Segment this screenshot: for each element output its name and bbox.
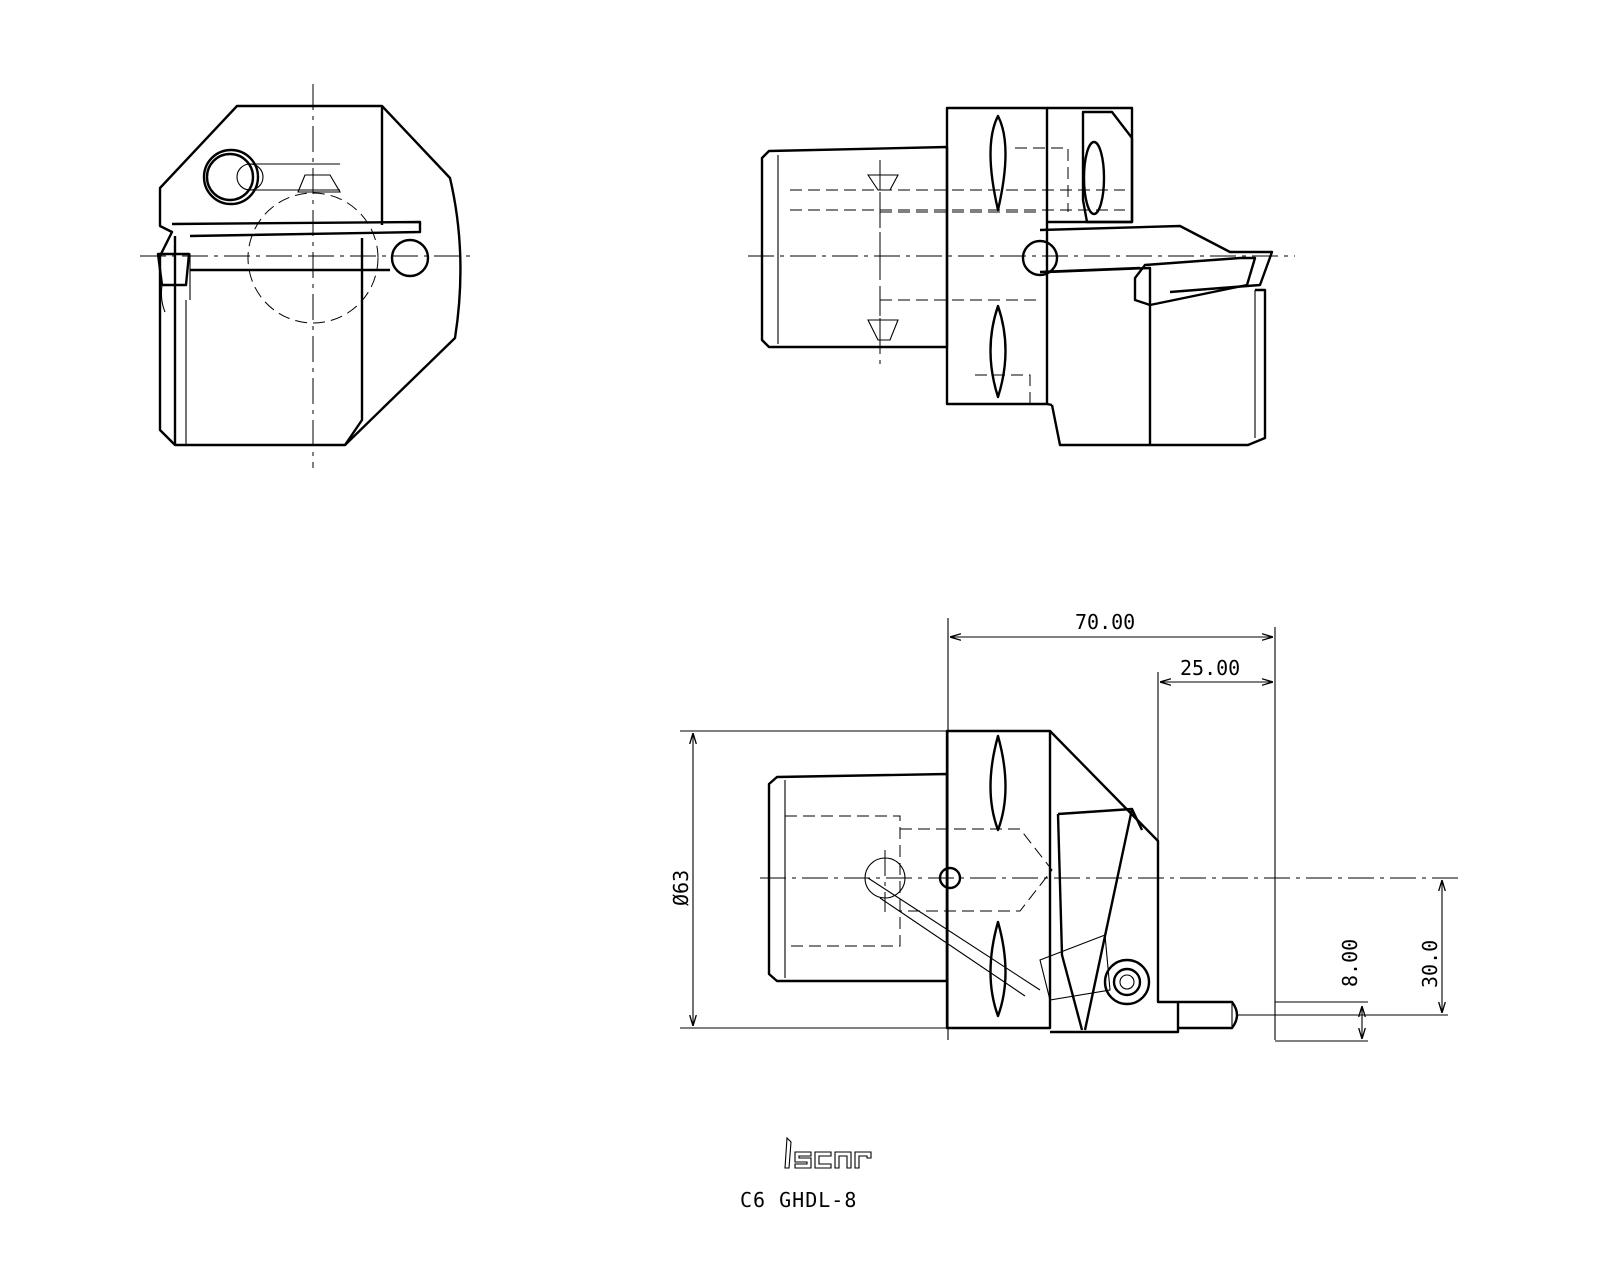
dim-diameter: Ø63 [669,870,693,906]
front-view: 70.00 25.00 Ø63 8.00 30.0 [669,610,1460,1042]
dim-8: 8.00 [1338,939,1362,987]
dim-70: 70.00 [1075,610,1135,634]
end-view [140,84,470,468]
iscar-logo [784,1136,872,1169]
part-number-label: C6 GHDL-8 [740,1188,858,1212]
top-view [748,106,1295,447]
dim-30: 30.0 [1418,940,1442,988]
dim-25: 25.00 [1180,656,1240,680]
